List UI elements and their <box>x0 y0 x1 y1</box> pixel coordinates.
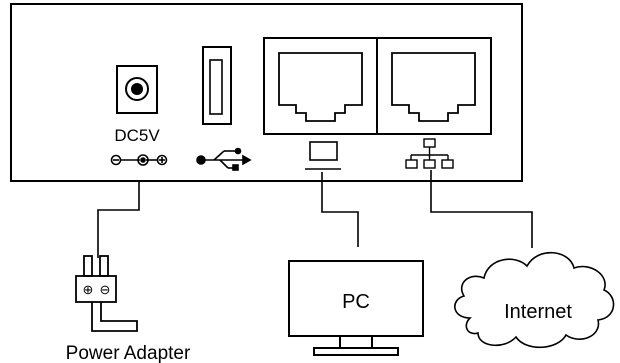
power-plug-icon <box>75 255 138 332</box>
power-label: DC5V <box>114 126 160 145</box>
adapter-plus-symbol: ⊕ <box>83 282 94 297</box>
pc-label: PC <box>342 291 370 313</box>
adapter-minus-symbol: ⊖ <box>100 282 111 297</box>
internet-cable <box>430 170 533 248</box>
rj45-port-pc <box>263 37 378 135</box>
cloud-icon <box>454 251 615 349</box>
internet-label: Internet <box>504 301 572 323</box>
monitor-icon <box>288 260 424 356</box>
dc-power-jack <box>116 65 158 114</box>
power-cable <box>97 181 140 258</box>
adapter-label: Power Adapter <box>66 343 191 363</box>
pc-cable <box>321 172 359 247</box>
usb-icon <box>196 147 252 171</box>
usb-port <box>202 46 232 125</box>
network-icon <box>405 138 454 169</box>
rj45-port-internet <box>376 37 492 135</box>
computer-icon <box>305 141 341 170</box>
device-body <box>10 3 523 182</box>
dc-polarity-icon <box>110 154 168 166</box>
